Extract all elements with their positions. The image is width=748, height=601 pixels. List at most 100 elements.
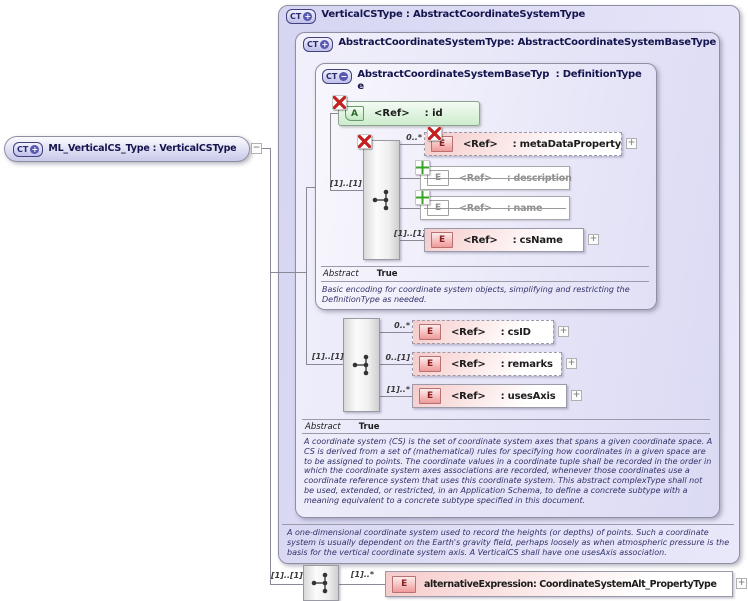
expand-toggle[interactable]: + xyxy=(588,234,599,245)
sequence-group[interactable] xyxy=(343,318,380,412)
element-name: : usesAxis xyxy=(500,390,556,402)
element-icon: E xyxy=(419,388,441,404)
element-name: alternativeExpression xyxy=(424,578,533,590)
documentation-text: A one-dimensional coordinate system used… xyxy=(287,528,730,557)
abstractcoordinatesystemtype-header: CT + AbstractCoordinateSystemType : Abst… xyxy=(303,37,724,52)
type-title: AbstractCoordinateSystemType : AbstractC… xyxy=(338,37,724,49)
expand-toggle[interactable]: + xyxy=(736,578,747,589)
abstract-label: Abstract xyxy=(323,269,359,279)
collapse-toggle[interactable]: − xyxy=(251,143,262,154)
element-ref: <Ref> xyxy=(463,138,498,150)
attribute-ref: <Ref> xyxy=(374,108,410,119)
type-title: ML_VerticalCS_Type : VerticalCSType xyxy=(48,143,236,155)
element-name: : remarks xyxy=(500,358,553,370)
complextype-icon: CT + xyxy=(286,9,317,24)
element-ref: <Ref> xyxy=(463,234,498,246)
element-ref: <Ref> xyxy=(459,202,492,214)
element-csid[interactable]: E <Ref> : csID xyxy=(412,320,554,344)
connector-line xyxy=(330,113,338,114)
connector-line xyxy=(270,272,306,273)
connector-line xyxy=(398,178,424,179)
cardinality-label: 0..* xyxy=(406,133,422,142)
sequence-icon xyxy=(311,572,328,594)
element-csname[interactable]: E <Ref> : csName xyxy=(424,228,584,252)
element-metadataproperty[interactable]: E <Ref> : metaDataProperty xyxy=(424,132,622,156)
sequence-icon xyxy=(352,354,368,376)
element-ref: <Ref> xyxy=(451,326,486,338)
type-name: VerticalCSType xyxy=(321,9,403,20)
element-ref: <Ref> xyxy=(451,390,486,402)
expand-icon[interactable]: + xyxy=(30,144,40,154)
attribute-id[interactable]: A <Ref> : id xyxy=(338,101,480,126)
abstractcoordinatesystembasetype-header: CT − AbstractCoordinateSystemBaseType : … xyxy=(322,69,659,93)
element-icon: E xyxy=(419,356,441,372)
type-base: : AbstractCoordinateSystemType xyxy=(402,9,586,20)
added-plus-icon xyxy=(415,190,430,205)
element-type: : CoordinateSystemAlt_PropertyType xyxy=(532,578,717,590)
documentation-text: Basic encoding for coordinate system obj… xyxy=(322,285,630,304)
element-icon: E xyxy=(431,232,453,248)
connector-line xyxy=(378,364,412,365)
connector-line xyxy=(270,584,303,585)
expand-toggle[interactable]: + xyxy=(558,326,569,337)
element-icon: E xyxy=(427,170,449,186)
cardinality-label: 0..* xyxy=(394,321,410,330)
prohibited-x-icon xyxy=(332,95,347,110)
connector-line xyxy=(330,190,363,191)
attribute-icon: A xyxy=(345,106,364,121)
element-remarks[interactable]: E <Ref> : remarks xyxy=(412,352,562,376)
expand-toggle[interactable]: + xyxy=(571,390,582,401)
abstract-value: True xyxy=(358,422,380,432)
element-name: : metaDataProperty xyxy=(512,138,622,150)
cardinality-label: [1]..* xyxy=(350,570,374,579)
connector-line xyxy=(306,187,315,188)
element-name: : csName xyxy=(512,234,563,246)
connector-line xyxy=(262,148,270,149)
expand-toggle[interactable]: + xyxy=(626,138,637,149)
cardinality-label: [1]..[1] xyxy=(312,352,344,361)
sequence-group[interactable] xyxy=(303,565,339,601)
element-name: : csID xyxy=(500,326,531,338)
connector-line xyxy=(306,364,343,365)
expand-icon[interactable]: + xyxy=(303,12,313,21)
expand-toggle[interactable]: + xyxy=(566,358,577,369)
cardinality-label: [1]..* xyxy=(386,385,410,394)
sequence-icon xyxy=(372,189,388,211)
separator xyxy=(302,419,710,420)
type-name: AbstractCoordinateSystemType xyxy=(338,37,511,48)
documentation-text: A coordinate system (CS) is the set of c… xyxy=(304,437,713,505)
element-name-row[interactable]: E <Ref> : name xyxy=(420,196,570,220)
ct-label: CT xyxy=(307,40,319,49)
complextype-icon: CT + xyxy=(13,141,44,157)
connector-line xyxy=(337,584,385,585)
element-icon: E xyxy=(392,575,416,593)
separator xyxy=(282,524,734,525)
element-icon: E xyxy=(419,324,441,340)
collapse-icon[interactable]: − xyxy=(339,72,349,81)
connector-line xyxy=(378,332,412,333)
connector-line xyxy=(378,396,412,397)
separator xyxy=(321,281,649,282)
sequence-group[interactable] xyxy=(363,140,400,260)
type-base: : VerticalCSType xyxy=(149,143,237,154)
cardinality-label: [1]..[1] xyxy=(330,179,362,188)
connector-line xyxy=(398,144,424,145)
element-description[interactable]: E <Ref> : description xyxy=(420,166,572,190)
cardinality-label: [1]..[1] xyxy=(394,229,426,238)
element-name: : description xyxy=(506,172,572,184)
complextype-box-ml-verticalcs-type[interactable]: CT + ML_VerticalCS_Type : VerticalCSType xyxy=(4,136,250,162)
element-alternativeexpression[interactable]: E alternativeExpression : CoordinateSyst… xyxy=(385,571,733,597)
expand-icon[interactable]: + xyxy=(320,40,330,49)
separator xyxy=(302,433,710,434)
abstract-row: Abstract True xyxy=(323,269,398,279)
connector-line xyxy=(306,187,307,365)
element-ref: <Ref> xyxy=(451,358,486,370)
connector-line xyxy=(398,240,424,241)
prohibited-x-icon xyxy=(357,134,372,149)
type-title: AbstractCoordinateSystemBaseType : Defin… xyxy=(357,69,659,93)
element-usesaxis[interactable]: E <Ref> : usesAxis xyxy=(412,384,567,408)
type-base: : DefinitionType xyxy=(552,69,642,80)
abstract-value: True xyxy=(376,269,398,279)
